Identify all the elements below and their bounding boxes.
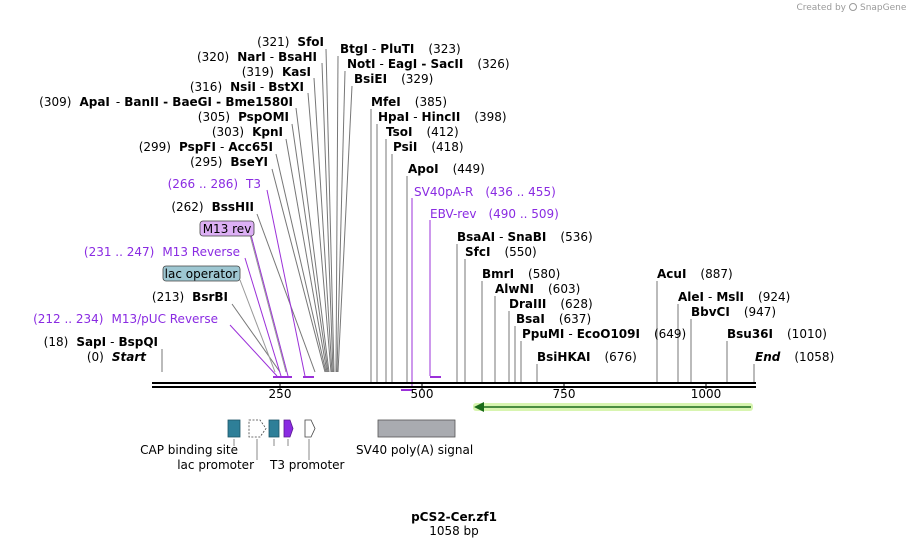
sequence-backbone (152, 382, 756, 388)
enzyme-label: BsiHKAI(676) (537, 350, 637, 364)
cut-site-lines (161, 48, 755, 383)
enzyme-label: (18)SapI-BspQI (44, 335, 158, 349)
enzyme-label: (316)NsiI-BstXI (190, 80, 304, 94)
brand-text: SnapGene (860, 3, 907, 13)
start-label: (0)Start (87, 350, 147, 364)
enzyme-label: MfeI(385) (371, 95, 447, 109)
enzyme-label: (303)KpnI (212, 125, 283, 139)
snapgene-logo-icon (849, 3, 857, 11)
boxed-feature-lines (239, 234, 287, 373)
enzyme-label: (309)ApaI-BanII - BaeGI - Bme1580I (39, 95, 293, 109)
created-by-text: Created by (796, 3, 846, 13)
ruler-tick-label: 500 (411, 387, 434, 401)
ruler-tick-label: 1000 (691, 387, 722, 401)
ruler: 250 500 750 1000 (269, 384, 722, 401)
feature-label-m13-reverse: (231 .. 247)M13 Reverse (84, 245, 240, 259)
boxed-feature-m13-rev[interactable]: M13 rev (199, 220, 255, 237)
enzyme-label: (320)NarI-BsaHI (197, 50, 317, 64)
enzyme-label: (295)BseYI (190, 155, 268, 169)
feature-label-lac-promoter: lac promoter (177, 458, 254, 472)
svg-text:lac operator: lac operator (165, 267, 238, 281)
feature-label-ebv-rev: EBV-rev(490 .. 509) (430, 207, 559, 221)
plasmid-length: 1058 bp (429, 524, 479, 538)
cap-binding-site-shape[interactable] (227, 419, 241, 438)
m13-rev-shape[interactable] (283, 419, 294, 438)
feature-label-t3-promoter: T3 promoter (269, 458, 345, 472)
bottom-feature-lines (233, 439, 310, 460)
plasmid-title: pCS2-Cer.zf1 (411, 510, 497, 524)
feature-label-sv40pa-r: SV40pA-R(436 .. 455) (414, 185, 556, 199)
feature-track (227, 419, 456, 438)
end-label: End(1058) (755, 350, 834, 364)
enzyme-label: HpaI-HincII(398) (378, 110, 507, 124)
enzyme-label: (321)SfoI (257, 35, 324, 49)
enzyme-label: (299)PspFI-Acc65I (139, 140, 273, 154)
boxed-feature-lac-operator[interactable]: lac operator (162, 265, 241, 282)
snapgene-credit: Created by SnapGene (796, 3, 907, 13)
enzyme-label: DraIII(628) (509, 297, 593, 311)
primer-binding-marks (273, 376, 441, 391)
enzyme-labels-left: (321)SfoI (320)NarI-BsaHI (319)KasI (316… (39, 35, 324, 364)
enzyme-label: TsoI(412) (386, 125, 459, 139)
enzyme-label: (213)BsrBI (152, 290, 228, 304)
enzyme-labels-right: BtgI-PluTI(323) NotI-EagI - SacII(326) B… (340, 42, 834, 364)
lac-promoter-shape[interactable] (248, 419, 267, 438)
lac-operator-shape[interactable] (268, 419, 280, 438)
enzyme-label: BbvCI(947) (691, 305, 776, 319)
feature-labels-left: (266 .. 286)T3 (231 .. 247)M13 Reverse (… (33, 177, 261, 326)
enzyme-label: BmrI(580) (482, 267, 560, 281)
primer-feature-lines (229, 189, 431, 386)
ruler-tick-label: 250 (269, 387, 292, 401)
bottom-feature-labels: CAP binding site lac promoter T3 promote… (140, 443, 473, 472)
enzyme-label: AcuI(887) (657, 267, 733, 281)
enzyme-label: (262)BssHII (171, 200, 254, 214)
enzyme-label: BsaAI-SnaBI(536) (457, 230, 593, 244)
enzyme-label: BsiEI(329) (354, 72, 433, 86)
enzyme-label: PpuMI-EcoO109I(649) (522, 327, 686, 341)
enzyme-label: AlwNI(603) (495, 282, 580, 296)
enzyme-label: NotI-EagI - SacII(326) (347, 57, 510, 71)
enzyme-label: (319)KasI (242, 65, 311, 79)
ruler-tick-label: 750 (553, 387, 576, 401)
feature-labels-right: SV40pA-R(436 .. 455) EBV-rev(490 .. 509) (414, 185, 559, 221)
enzyme-label: AleI-MslI(924) (678, 290, 790, 304)
enzyme-label: Bsu36I(1010) (727, 327, 827, 341)
arrow-left-icon (474, 402, 484, 412)
enzyme-label: PsiI(418) (393, 140, 464, 154)
feature-label-m13-puc-reverse: (212 .. 234)M13/pUC Reverse (33, 312, 218, 326)
feature-label-sv40-polya-signal: SV40 poly(A) signal (356, 443, 473, 457)
enzyme-label: SfcI(550) (465, 245, 537, 259)
enzyme-label: ApoI(449) (408, 162, 485, 176)
enzyme-label: BsaI(637) (516, 312, 591, 326)
sv40-polya-shape[interactable] (377, 419, 456, 438)
enzyme-label: (305)PspOMI (198, 110, 289, 124)
cds-arrow[interactable] (473, 402, 753, 412)
enzyme-label: BtgI-PluTI(323) (340, 42, 461, 56)
feature-label-cap-binding-site: CAP binding site (140, 443, 238, 457)
t3-promoter-shape[interactable] (304, 419, 316, 438)
feature-label-t3: (266 .. 286)T3 (168, 177, 261, 191)
svg-text:M13 rev: M13 rev (203, 222, 252, 236)
